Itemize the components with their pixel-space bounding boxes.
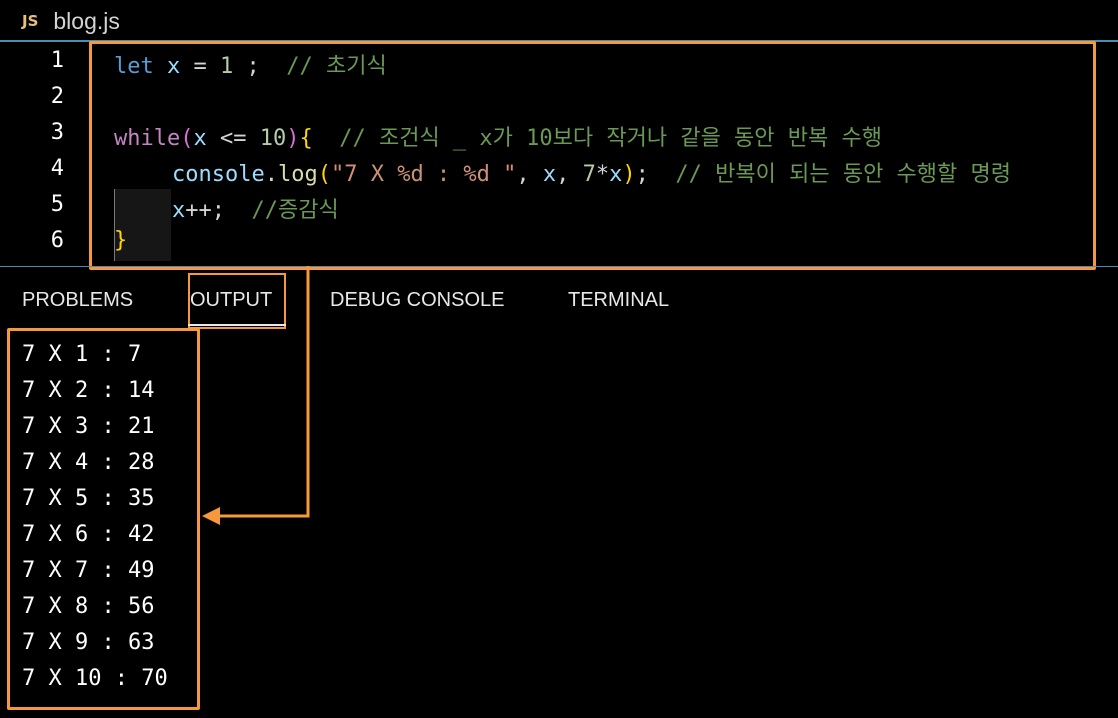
string-literal: "7 X %d : %d ": [330, 162, 517, 187]
number-literal: 1: [220, 54, 234, 79]
operator-lte: <=: [219, 126, 247, 151]
close-paren: ): [622, 162, 636, 187]
comment: // 조건식 _ x가 10보다 작거나 같을 동안 반복 수행: [339, 126, 882, 151]
code-line-3: 3 while(x <= 10){ // 조건식 _ x가 10보다 작거나 같…: [0, 114, 1118, 151]
code-line-4: 4 console.log("7 X %d : %d ", x, 7*x); /…: [0, 150, 1118, 187]
line-number: 2: [50, 84, 64, 109]
tab-problems[interactable]: PROBLEMS: [22, 289, 134, 311]
comment: //증감식: [251, 198, 339, 223]
line-number: 4: [50, 156, 64, 181]
editor-tab-bar: JS blog.js: [0, 0, 1118, 40]
file-name: blog.js: [53, 7, 120, 34]
close-brace: }: [114, 228, 128, 253]
line-number: 1: [50, 48, 64, 73]
output-highlight-box: [7, 328, 200, 710]
indent-guide: [114, 189, 171, 261]
keyword-while: while: [114, 126, 181, 151]
output-line: 7 X 5 : 35: [22, 486, 155, 511]
var-x: x: [542, 162, 557, 187]
var-x: x: [193, 126, 207, 151]
semicolon: ;: [246, 54, 260, 79]
var-x: x: [167, 54, 181, 79]
panel-tab-bar: PROBLEMS OUTPUT DEBUG CONSOLE TERMINAL: [0, 272, 1118, 328]
operator-increment: ++: [185, 198, 212, 223]
output-line: 7 X 1 : 7: [22, 342, 142, 367]
output-line: 7 X 7 : 49: [22, 558, 155, 583]
arrow-line: [216, 266, 310, 518]
code-line-1: 1 let x = 1 ; // 초기식: [0, 42, 1118, 79]
number-literal: 7: [582, 162, 596, 187]
open-paren: (: [180, 126, 194, 151]
line-number: 6: [50, 228, 64, 253]
comma: ,: [516, 162, 530, 187]
semicolon: ;: [211, 198, 225, 223]
line-number: 3: [50, 120, 64, 145]
code-line-6: 6 }: [0, 222, 1118, 258]
keyword-let: let: [114, 54, 154, 79]
object-console: console: [172, 162, 265, 187]
comment: // 초기식: [286, 54, 387, 79]
code-line-2: 2: [0, 78, 1118, 114]
tab-output[interactable]: OUTPUT: [190, 289, 273, 311]
code-line-5: 5 x++; //증감식: [0, 186, 1118, 223]
operator-assign: =: [193, 54, 207, 79]
output-line: 7 X 4 : 28: [22, 450, 155, 475]
output-line: 7 X 8 : 56: [22, 594, 155, 619]
file-tab-blog-js[interactable]: JS blog.js: [22, 6, 120, 36]
number-literal: 10: [259, 126, 287, 151]
panel-divider: [0, 266, 1118, 267]
line-number: 5: [50, 192, 64, 217]
tab-debug-console[interactable]: DEBUG CONSOLE: [330, 289, 505, 311]
javascript-file-icon: JS: [22, 12, 39, 30]
open-paren: (: [317, 162, 331, 187]
code-highlight-box: [89, 41, 1096, 270]
open-brace: {: [299, 126, 313, 151]
active-tab-indicator: [188, 324, 286, 326]
var-x: x: [609, 162, 623, 187]
close-paren: ): [286, 126, 300, 151]
comma: ,: [556, 162, 570, 187]
tab-terminal[interactable]: TERMINAL: [568, 289, 670, 311]
semicolon: ;: [635, 162, 649, 187]
output-line: 7 X 9 : 63: [22, 630, 155, 655]
output-line: 7 X 10 : 70: [22, 666, 168, 691]
code-editor[interactable]: 1 let x = 1 ; // 초기식 2 3 while(x <= 10){…: [0, 41, 1118, 265]
operator-multiply: *: [595, 162, 610, 187]
comment: // 반복이 되는 동안 수행할 명령: [675, 162, 1012, 187]
var-x: x: [172, 198, 186, 223]
output-tab-highlight: [188, 273, 286, 329]
dot: .: [264, 162, 278, 187]
function-log: log: [277, 162, 318, 187]
arrow-head: [202, 507, 220, 525]
output-line: 7 X 3 : 21: [22, 414, 155, 439]
output-line: 7 X 6 : 42: [22, 522, 155, 547]
output-line: 7 X 2 : 14: [22, 378, 155, 403]
